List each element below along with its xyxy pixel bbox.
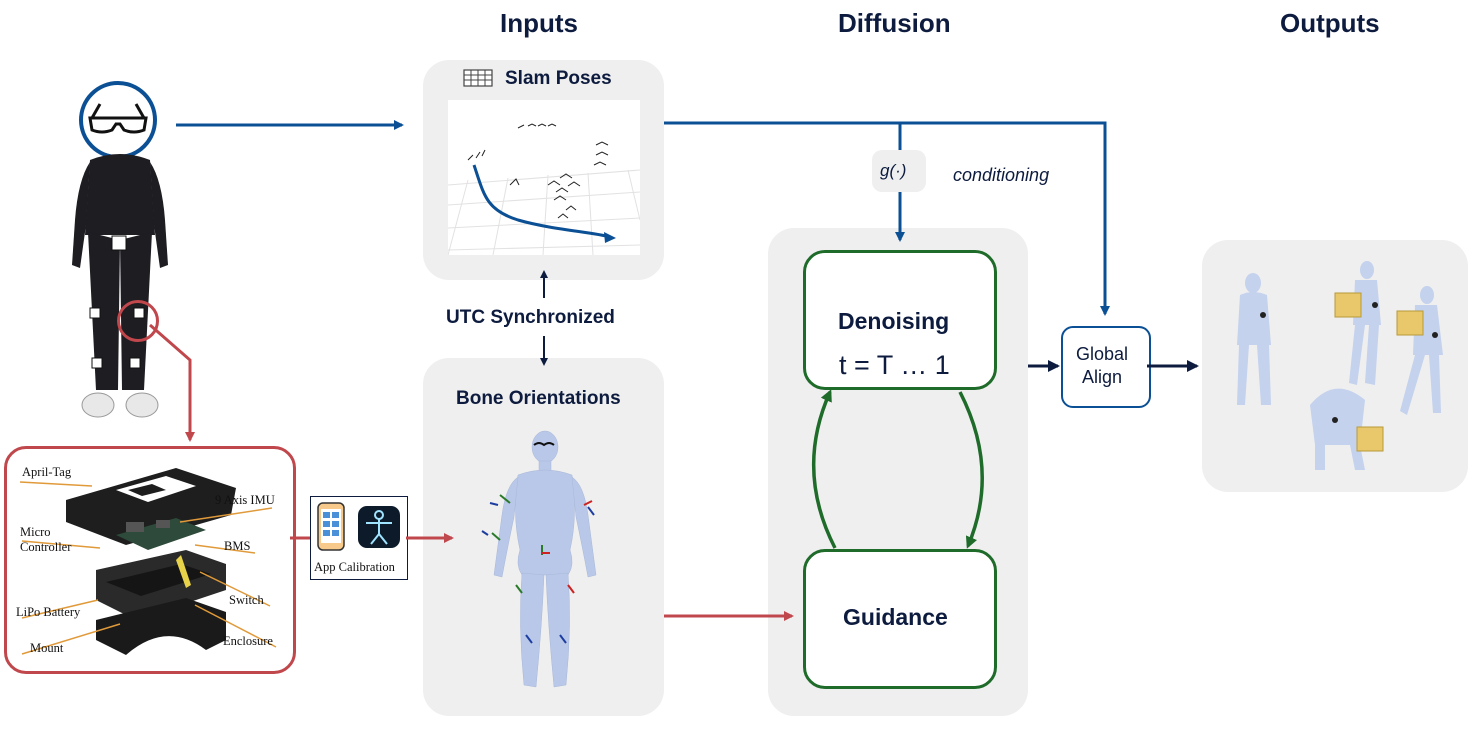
knee-sensor-highlight [117, 300, 159, 342]
heading-inputs: Inputs [500, 8, 578, 38]
global-align-line1: Global [1076, 344, 1129, 364]
heading-outputs: Outputs [1280, 8, 1380, 38]
device-callout-lines [19, 481, 277, 655]
grid-icon [463, 68, 493, 88]
bone-orientations-title: Bone Orientations [456, 388, 621, 409]
denoising-box [803, 250, 997, 390]
output-motion-figures [1215, 255, 1460, 480]
conditioning-label: conditioning [953, 165, 1050, 185]
guidance-box [803, 549, 997, 689]
global-align-box [1061, 326, 1151, 408]
callout-imu: 9 Axis IMU [215, 493, 275, 507]
callout-bms: BMS [224, 539, 251, 553]
body-model-figure [480, 425, 610, 705]
callout-april-tag: April-Tag [22, 465, 72, 479]
guidance-title: Guidance [843, 604, 948, 630]
slam-poses-title: Slam Poses [505, 68, 612, 89]
denoising-steps: t = T … 1 [839, 350, 950, 380]
heading-diffusion: Diffusion [838, 8, 951, 38]
callout-enclosure: Enclosure [223, 634, 273, 648]
callout-lipo: LiPo Battery [16, 605, 81, 619]
callout-micro-line2: Controller [20, 540, 72, 554]
denoising-title: Denoising [838, 308, 950, 334]
global-align-line2: Align [1082, 367, 1123, 387]
person-mocap-suit-figure [60, 140, 180, 440]
callout-mount: Mount [30, 641, 64, 655]
slam-trajectory-image [447, 100, 641, 256]
utc-synchronized-label: UTC Synchronized [446, 307, 615, 328]
phone-app-icon [316, 502, 346, 552]
callout-micro-line1: Micro [20, 525, 51, 539]
imu-exploded-illustration [56, 460, 246, 665]
callout-switch: Switch [229, 593, 264, 607]
g-function-box [872, 150, 926, 192]
app-calibration-label: App Calibration [314, 560, 395, 574]
g-function-label: g(·) [880, 161, 907, 180]
body-scan-app-icon [358, 506, 400, 548]
glasses-icon [78, 80, 158, 160]
